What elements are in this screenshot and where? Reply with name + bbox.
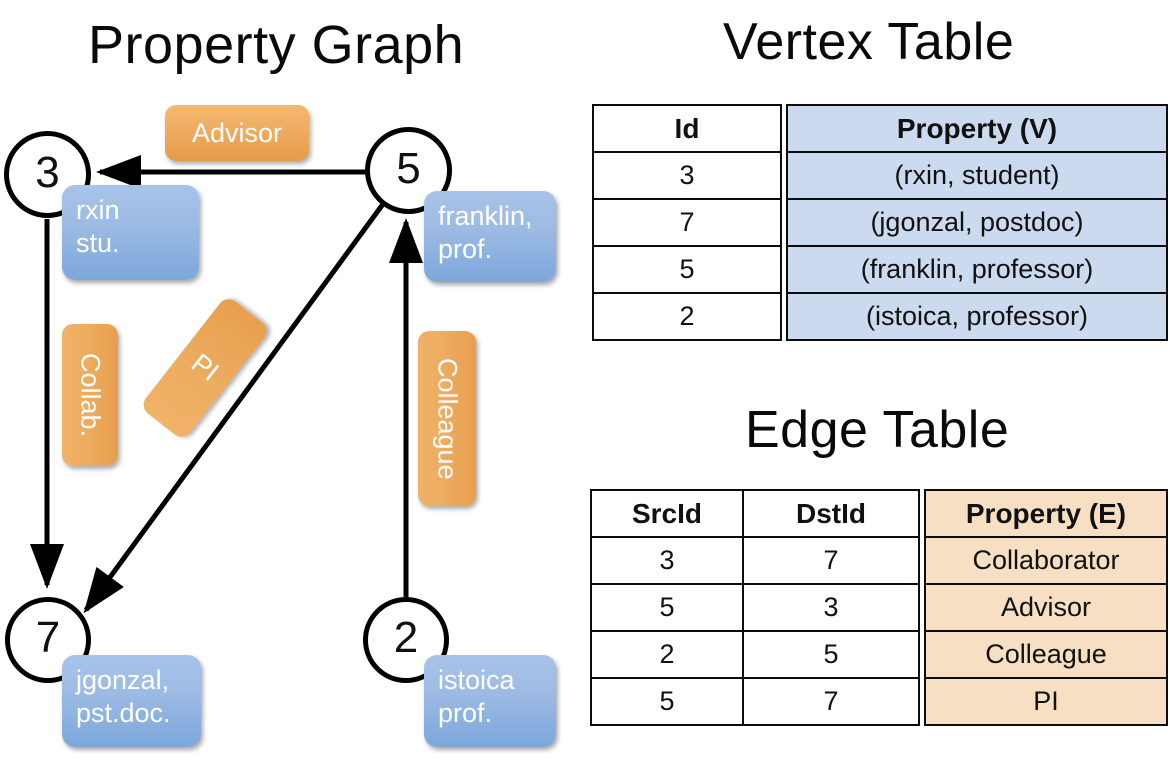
vertex-callout-rxin[interactable]: rxin stu. (62, 185, 199, 280)
vertex-cell-id: 3 (592, 151, 782, 200)
graph-edges-svg (30, 155, 423, 614)
vertex-callout-jgonzal-line2: pst.doc. (76, 697, 171, 728)
vertex-callout-istoica[interactable]: istoica prof. (424, 655, 556, 747)
vertex-callout-jgonzal[interactable]: jgonzal, pst.doc. (62, 655, 201, 747)
vertex-cell-id: 2 (592, 292, 782, 341)
edge-callout-advisor-label: Advisor (191, 117, 283, 148)
column-gap (781, 293, 787, 340)
column-gap (919, 584, 925, 631)
column-gap (919, 678, 925, 725)
edge-cell-property: Advisor (924, 583, 1168, 632)
column-gap (919, 490, 925, 537)
graph-node-5[interactable]: 5 (365, 127, 452, 214)
edge-cell-dstid: 5 (742, 630, 920, 679)
vertex-cell-id: 5 (592, 245, 782, 294)
graph-node-2-label: 2 (393, 613, 419, 662)
column-gap (919, 537, 925, 584)
edge-callout-colleague[interactable]: Colleague (418, 331, 476, 506)
table-header-row: Id Property (V) (592, 104, 1168, 153)
edge-5-to-7 (83, 202, 386, 614)
vertex-header-property: Property (V) (786, 104, 1168, 153)
edge-header-dstid: DstId (742, 489, 920, 538)
table-row: 3 (rxin, student) (592, 151, 1168, 200)
table-row: 7 (jgonzal, postdoc) (592, 198, 1168, 247)
graph-node-3-label: 3 (35, 147, 60, 197)
column-gap (781, 199, 787, 246)
table-row: 5 3 Advisor (590, 583, 1168, 632)
page-title-vertex-table: Vertex Table (723, 13, 1015, 71)
page-title-property-graph: Property Graph (88, 15, 465, 75)
table-row: 5 (franklin, professor) (592, 245, 1168, 294)
column-gap (781, 105, 787, 152)
edge-cell-property: Colleague (924, 630, 1168, 679)
vertex-cell-property: (jgonzal, postdoc) (786, 198, 1168, 247)
edge-cell-dstid: 7 (742, 536, 920, 585)
edge-cell-dstid: 7 (742, 677, 920, 726)
vertex-callout-franklin-line2: prof. (438, 233, 493, 264)
graph-node-5-label: 5 (396, 143, 421, 193)
edge-cell-srcid: 3 (590, 536, 744, 585)
edge-callout-colleague-label: Colleague (432, 357, 463, 480)
column-gap (919, 631, 925, 678)
edge-cell-srcid: 5 (590, 677, 744, 726)
edge-header-srcid: SrcId (590, 489, 744, 538)
table-header-row: SrcId DstId Property (E) (590, 489, 1168, 538)
edge-callout-collab[interactable]: Collab. (62, 324, 118, 466)
column-gap (781, 246, 787, 293)
graph-node-7-label: 7 (35, 613, 61, 662)
graph-node-2[interactable]: 2 (363, 597, 449, 683)
vertex-cell-property: (franklin, professor) (786, 245, 1168, 294)
edge-cell-dstid: 3 (742, 583, 920, 632)
edge-header-property: Property (E) (924, 489, 1168, 538)
edge-callout-collab-label: Collab. (75, 352, 106, 438)
page-title-edge-table: Edge Table (745, 401, 1010, 459)
vertex-header-id: Id (592, 104, 782, 153)
vertex-callout-rxin-line2: stu. (76, 227, 120, 258)
vertex-table: Id Property (V) 3 (rxin, student) 7 (jgo… (592, 104, 1168, 341)
vertex-callout-rxin-line1: rxin (76, 195, 120, 225)
edge-table: SrcId DstId Property (E) 3 7 Collaborato… (590, 489, 1168, 726)
column-gap (781, 152, 787, 199)
vertex-callout-franklin[interactable]: franklin, prof. (424, 191, 556, 282)
edge-cell-property: Collaborator (924, 536, 1168, 585)
edge-cell-srcid: 5 (590, 583, 744, 632)
vertex-callout-istoica-line1: istoica (438, 665, 515, 695)
table-row: 2 (istoica, professor) (592, 292, 1168, 341)
edge-callout-pi-label: PI (186, 347, 225, 388)
vertex-cell-property: (rxin, student) (786, 151, 1168, 200)
table-row: 2 5 Colleague (590, 630, 1168, 679)
vertex-callout-franklin-line1: franklin, (438, 201, 533, 231)
vertex-cell-id: 7 (592, 198, 782, 247)
vertex-callout-jgonzal-line1: jgonzal, (76, 665, 170, 695)
vertex-callout-istoica-line2: prof. (438, 697, 493, 728)
vertex-cell-property: (istoica, professor) (786, 292, 1168, 341)
edge-cell-property: PI (924, 677, 1168, 726)
property-graph-diagram: 3 5 7 2 rxin stu. franklin, prof. jgonza… (4, 105, 556, 747)
edge-callout-advisor[interactable]: Advisor (165, 105, 309, 161)
table-row: 5 7 PI (590, 677, 1168, 726)
edge-cell-srcid: 2 (590, 630, 744, 679)
table-row: 3 7 Collaborator (590, 536, 1168, 585)
